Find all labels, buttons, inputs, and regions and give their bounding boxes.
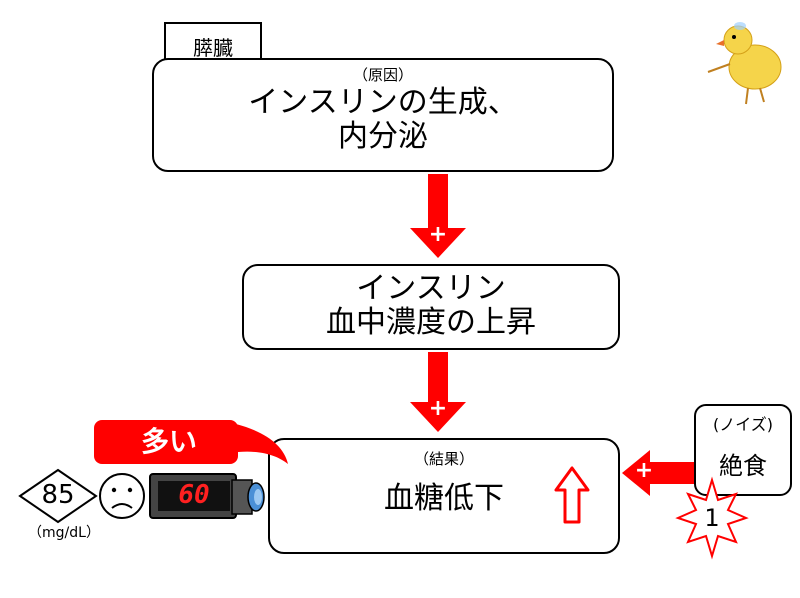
arrow-2-shaft [428,352,448,404]
many-label: 多い [140,425,197,458]
result-note: （結果） [413,450,474,468]
noise-main: 絶食 [719,452,767,480]
many-callout-tail [236,424,288,464]
noise-count: 1 [704,504,720,532]
meter-display: 60 [178,480,210,510]
chick-icon [707,22,782,105]
diamond-icon [18,468,98,524]
sad-face-icon [99,473,145,519]
arrow-2-head [410,402,466,432]
arrow-1-head [410,228,466,258]
result-main: 血糖低下 [384,481,504,516]
arrow-3-shaft [648,462,694,484]
arrow-3-plus: + [634,458,654,483]
cause-line-2: 内分泌 [338,119,428,154]
arrow-2-plus: + [428,396,448,421]
glucose-unit: （mg/dL） [28,525,100,541]
noise-box: (ノイズ) 絶食 [694,404,792,496]
glucose-value: 85 [41,480,75,510]
middle-box: インスリン 血中濃度の上昇 [242,264,620,350]
cause-line-1: インスリンの生成、 [248,85,518,120]
many-callout [94,420,238,464]
cause-box: （原因） インスリンの生成、 内分泌 [152,58,614,172]
starburst-icon [675,476,749,560]
glucose-meter-icon [149,473,265,519]
organ-tag-label: 膵臓 [193,36,233,60]
middle-line-1: インスリン [356,271,506,306]
up-arrow-icon [554,466,590,524]
arrow-1-shaft [428,174,448,230]
result-box: （結果） 血糖低下 [268,438,620,554]
arrow-3-head [622,450,650,496]
middle-line-2: 血中濃度の上昇 [326,305,536,340]
cause-note: （原因） [352,66,413,84]
arrow-1-plus: + [428,222,448,247]
noise-note: (ノイズ) [712,415,773,434]
